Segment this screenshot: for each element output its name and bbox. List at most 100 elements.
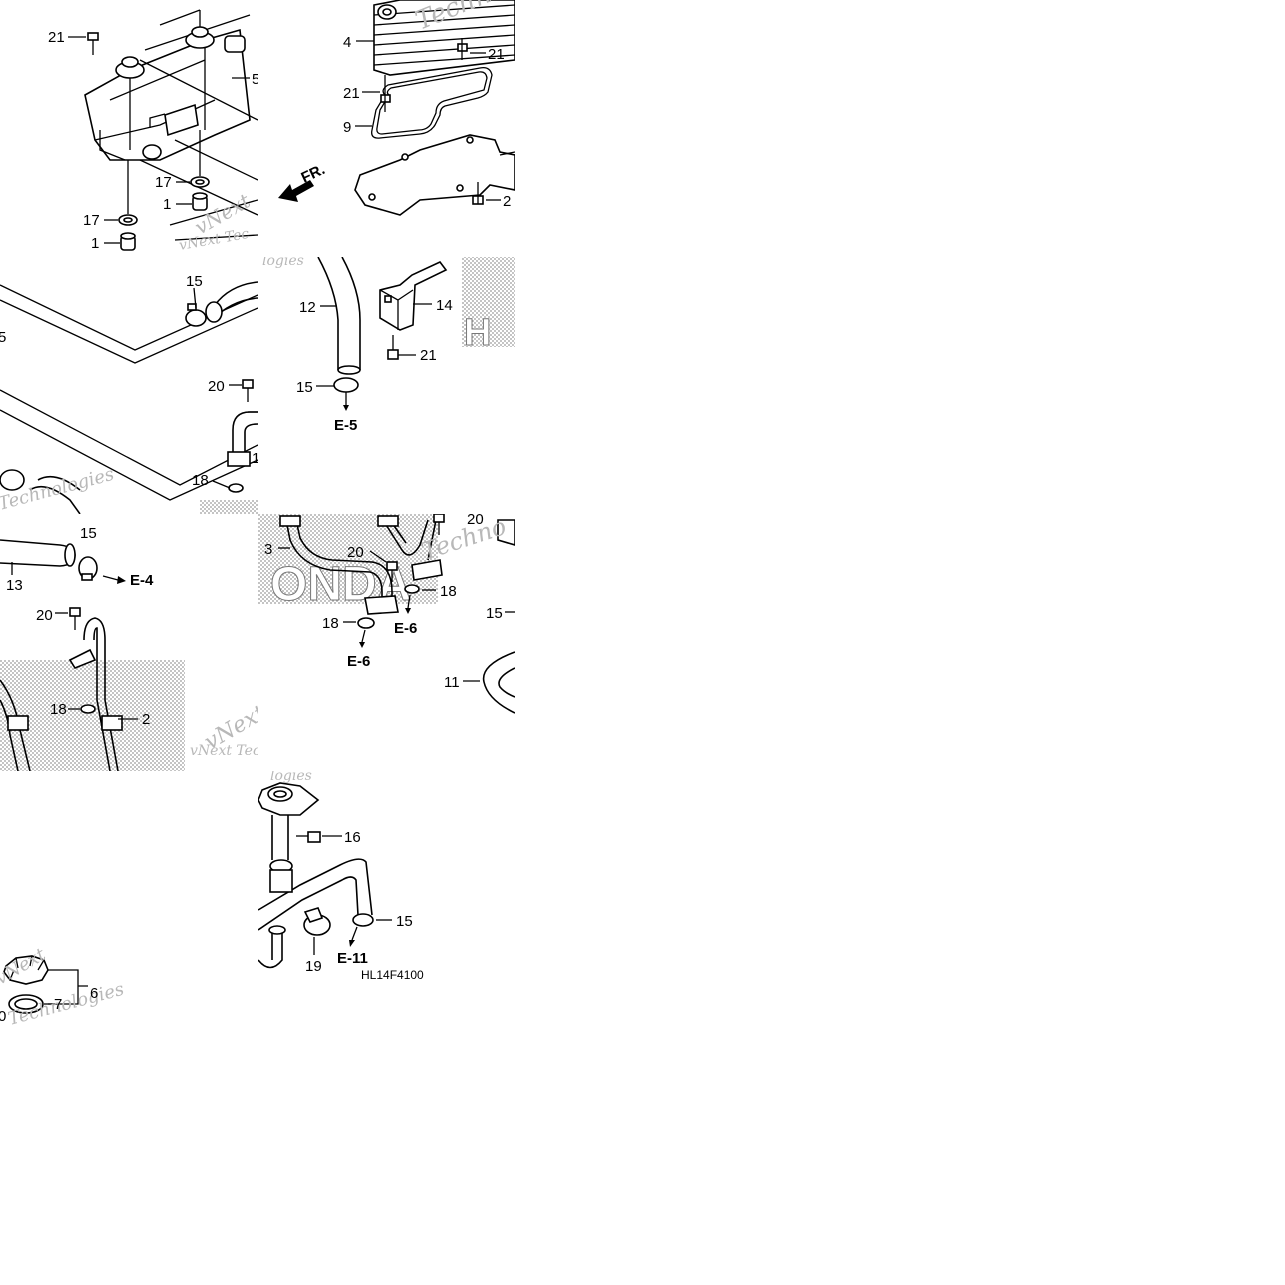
- filler-cap-6: [3, 955, 49, 985]
- cover-plate: [354, 134, 515, 216]
- bracket-14: [379, 261, 448, 331]
- callout-15: 15: [296, 379, 313, 396]
- callout-15: 15: [80, 525, 97, 542]
- watermark-text: logies: [262, 253, 304, 269]
- washer-17-icon: [190, 176, 210, 188]
- gasket-9: [371, 67, 493, 139]
- callout-2: 2: [142, 711, 150, 728]
- joint-fitting: [258, 782, 320, 860]
- tile-pipe-3: ONDA Techno 3 20 20 18 18 15 11 E-6: [258, 511, 515, 714]
- callout-9: 9: [343, 119, 351, 136]
- cooler-core: [373, 0, 515, 76]
- callout-18: 18: [50, 701, 67, 718]
- callout-1: 1: [252, 450, 260, 467]
- callout-13: 13: [6, 577, 23, 594]
- callout-2: 2: [503, 193, 511, 210]
- callout-4: 4: [343, 34, 351, 51]
- callout-11: 11: [444, 674, 460, 691]
- callout-19: 19: [305, 958, 322, 975]
- bolt-2-icon: [472, 182, 484, 205]
- ref-e6: E-6: [394, 620, 417, 637]
- brand-shadow-letter: H: [464, 312, 491, 354]
- callout-5: 5: [252, 71, 260, 88]
- bolt-21-icon: [380, 75, 391, 112]
- tile-housing: vNext Tec vNext 21 5 17 1 17 1: [48, 9, 260, 254]
- callout-18: 18: [440, 583, 457, 600]
- diagram-code: HL14F4100: [361, 968, 424, 982]
- collar-1-icon: [192, 192, 208, 211]
- direction-label: FR.: [299, 161, 328, 187]
- watermark-text: vNext Tec: [190, 743, 261, 759]
- callout-8: 8: [264, 404, 272, 421]
- tile-frame: Technologies 15 5 20 8 1 18: [0, 273, 272, 514]
- pipe-2b: [0, 679, 31, 771]
- callout-20: 20: [208, 378, 225, 395]
- tile-pipe-2: vNext Tec vNext 15 13 E-4 20 18 2: [0, 525, 261, 771]
- ref-e5: E-5: [334, 417, 357, 434]
- callout-15: 15: [186, 273, 203, 290]
- tile-filler-cap: Technologies vNext 6 7 0: [0, 944, 127, 1030]
- callout-21: 21: [488, 46, 505, 63]
- callout-15: 15: [486, 605, 503, 622]
- tile-bracket: H logies 12 14 21 15 E-5: [262, 253, 515, 434]
- hose-11: [482, 651, 515, 714]
- callout-20: 20: [347, 544, 364, 561]
- callout-3: 3: [264, 541, 272, 558]
- callout-18: 18: [322, 615, 339, 632]
- bolt-21-icon: [87, 32, 99, 55]
- callout-12: 12: [299, 299, 316, 316]
- callout-6: 6: [90, 985, 98, 1002]
- callout-5: 5: [0, 329, 6, 346]
- clamp-15-icon: [185, 303, 207, 327]
- pipe-3b: [377, 515, 443, 581]
- watermark-text: logies: [270, 768, 312, 784]
- bolt-20-icon: [433, 514, 445, 535]
- callout-16: 16: [344, 829, 361, 846]
- clamp-15-icon: [78, 556, 98, 581]
- hose-main: [258, 858, 373, 969]
- callout-14: 14: [436, 297, 453, 314]
- ref-e4: E-4: [130, 572, 154, 589]
- hose-8: [227, 411, 258, 493]
- bolt-20-icon: [386, 561, 398, 582]
- collar-1b-icon: [120, 232, 136, 251]
- callout-20: 20: [36, 607, 53, 624]
- callout-21: 21: [420, 347, 437, 364]
- bolt-16-icon: [296, 831, 321, 843]
- washer-18-icon: [404, 584, 420, 614]
- bolt-20-icon: [242, 379, 254, 402]
- tile-hose-joint: logies 16 15 19 E-11 HL14F4100: [258, 768, 424, 982]
- direction-arrow-icon: [278, 180, 314, 202]
- o-ring-7: [8, 994, 44, 1014]
- callout-15: 15: [396, 913, 413, 930]
- clamp-15-icon: [333, 377, 359, 411]
- washer-18-icon: [357, 617, 375, 648]
- ref-e11: E-11: [337, 950, 368, 967]
- brand-shadow: H: [462, 257, 515, 355]
- callout-0: 0: [0, 1008, 6, 1025]
- pipe-2: [68, 617, 123, 771]
- clamp-19-icon: [303, 907, 331, 936]
- callout-17: 17: [155, 174, 172, 191]
- pipe-3: [279, 515, 399, 615]
- callout-21: 21: [343, 85, 360, 102]
- bolt-21-icon: [387, 335, 399, 360]
- hose-12: [317, 257, 361, 375]
- washer-17b-icon: [118, 214, 138, 226]
- tile-cooler-core: FR. Techno 4 21 21 9 2: [278, 0, 515, 216]
- ref-e6: E-6: [347, 653, 370, 670]
- callout-17: 17: [83, 212, 100, 229]
- cooler-housing: [84, 9, 258, 241]
- bolt-20-icon: [69, 607, 81, 630]
- callout-18: 18: [192, 472, 209, 489]
- clamp-15-icon: [349, 913, 374, 947]
- callout-1: 1: [91, 235, 99, 252]
- callout-1: 1: [163, 196, 171, 213]
- callout-21: 21: [48, 29, 65, 46]
- bolt-21-icon: [457, 38, 468, 60]
- callout-7: 7: [54, 996, 62, 1013]
- callout-20: 20: [467, 511, 484, 528]
- hose-13: [0, 539, 76, 567]
- watermark-text: Technologies: [6, 979, 127, 1030]
